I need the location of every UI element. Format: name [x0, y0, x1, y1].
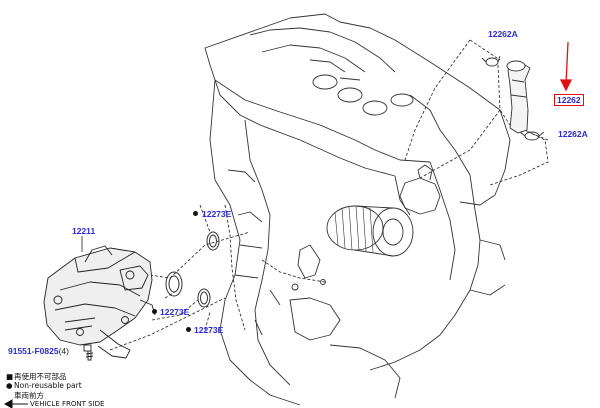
- bolt-quantity: (4): [58, 346, 69, 356]
- gasket-rings: [165, 231, 220, 308]
- highlight-arrow: [559, 41, 573, 92]
- callout-gasket-mid[interactable]: 12273E: [160, 307, 190, 317]
- callout-gasket-lower[interactable]: 12273E: [194, 325, 224, 335]
- legend-front-en: VEHICLE FRONT SIDE: [30, 400, 105, 408]
- vehicle-front-arrow: [3, 399, 28, 408]
- hose-part: [506, 60, 531, 134]
- callout-bolt[interactable]: 91551-F0825(4): [8, 346, 69, 356]
- legend-front-jp: 車両前方: [14, 391, 44, 400]
- cylinder-head-outline: [204, 13, 511, 206]
- reusable-symbol-icon: ■: [6, 372, 14, 381]
- non-reusable-symbol-icon: ●: [6, 381, 13, 390]
- non-reusable-marker: [186, 327, 191, 332]
- non-reusable-marker: [152, 309, 157, 314]
- callout-hose-part[interactable]: 12262: [554, 94, 584, 106]
- legend-non-reusable-en: Non-reusable part: [14, 381, 82, 390]
- bolt-part-number: 91551-F0825: [8, 346, 59, 356]
- cover-assembly: [43, 245, 156, 359]
- callout-clamp-top[interactable]: 12262A: [488, 29, 518, 39]
- legend-reusable: ■再使用不可部品: [6, 372, 67, 381]
- clamp-top: [481, 55, 501, 67]
- legend-non-reusable: ●Non-reusable part: [6, 381, 82, 390]
- callout-cover-assembly[interactable]: 12211: [72, 226, 96, 236]
- callout-clamp-right[interactable]: 12262A: [558, 129, 588, 139]
- callout-gasket-upper[interactable]: 12273E: [202, 209, 232, 219]
- engine-block-outline: [209, 79, 301, 406]
- legend-reusable-jp: 再使用不可部品: [14, 372, 67, 381]
- bolt-part: [83, 344, 94, 361]
- non-reusable-marker: [193, 211, 198, 216]
- clamp-right: [519, 131, 545, 141]
